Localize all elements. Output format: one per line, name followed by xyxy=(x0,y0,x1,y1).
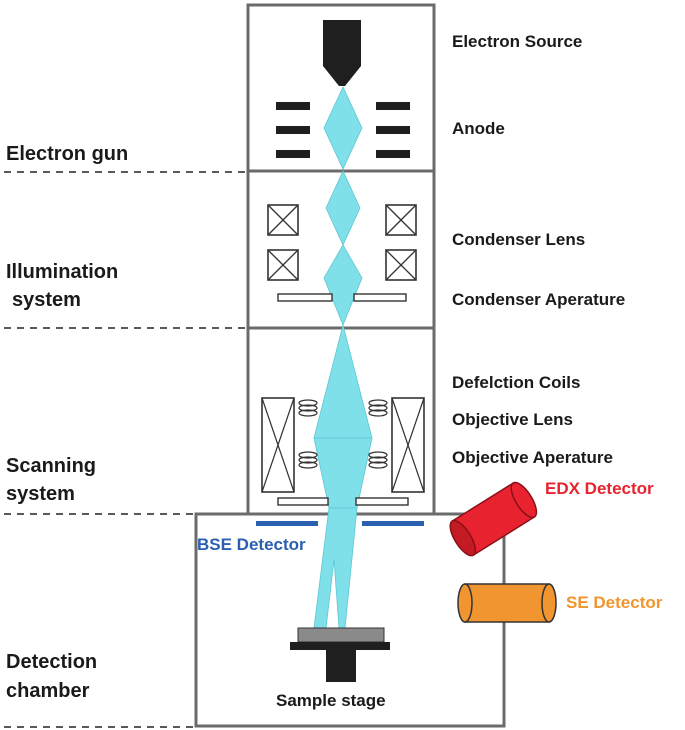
label-electron-source: Electron Source xyxy=(452,32,582,51)
condenser-lens-coils xyxy=(267,204,417,281)
electron-beam xyxy=(313,86,373,629)
electron-source-icon xyxy=(323,20,361,86)
edx-detector-icon xyxy=(449,481,538,557)
condenser-aperture-plates xyxy=(277,293,407,302)
label-se-detector: SE Detector xyxy=(566,593,663,612)
label-illumination-system-line1: Illumination xyxy=(6,261,118,283)
sample-stage-icon xyxy=(290,627,390,682)
label-scanning-system-line2: system xyxy=(6,483,75,505)
label-detection-chamber-line2: chamber xyxy=(6,680,90,702)
deflection-coils xyxy=(298,399,388,469)
bse-detector-icon xyxy=(256,521,424,526)
label-condenser-aperture: Condenser Aperature xyxy=(452,290,625,309)
label-condenser-lens: Condenser Lens xyxy=(452,230,585,249)
label-edx-detector: EDX Detector xyxy=(545,479,654,498)
label-objective-aperture: Objective Aperature xyxy=(452,448,613,467)
label-objective-lens: Objective Lens xyxy=(452,410,573,429)
label-electron-gun: Electron gun xyxy=(6,143,128,165)
anode-plates xyxy=(276,102,410,158)
objective-aperture-plates xyxy=(277,497,409,506)
label-deflection-coils: Defelction Coils xyxy=(452,373,580,392)
label-scanning-system-line1: Scanning xyxy=(6,455,96,477)
objective-lens-coils xyxy=(261,397,425,493)
se-detector-icon xyxy=(457,583,557,623)
label-detection-chamber-line1: Detection xyxy=(6,651,97,673)
label-illumination-system-line2: system xyxy=(12,289,81,311)
label-sample-stage: Sample stage xyxy=(276,691,386,710)
label-bse-detector: BSE Detector xyxy=(197,535,306,554)
label-anode: Anode xyxy=(452,119,505,138)
